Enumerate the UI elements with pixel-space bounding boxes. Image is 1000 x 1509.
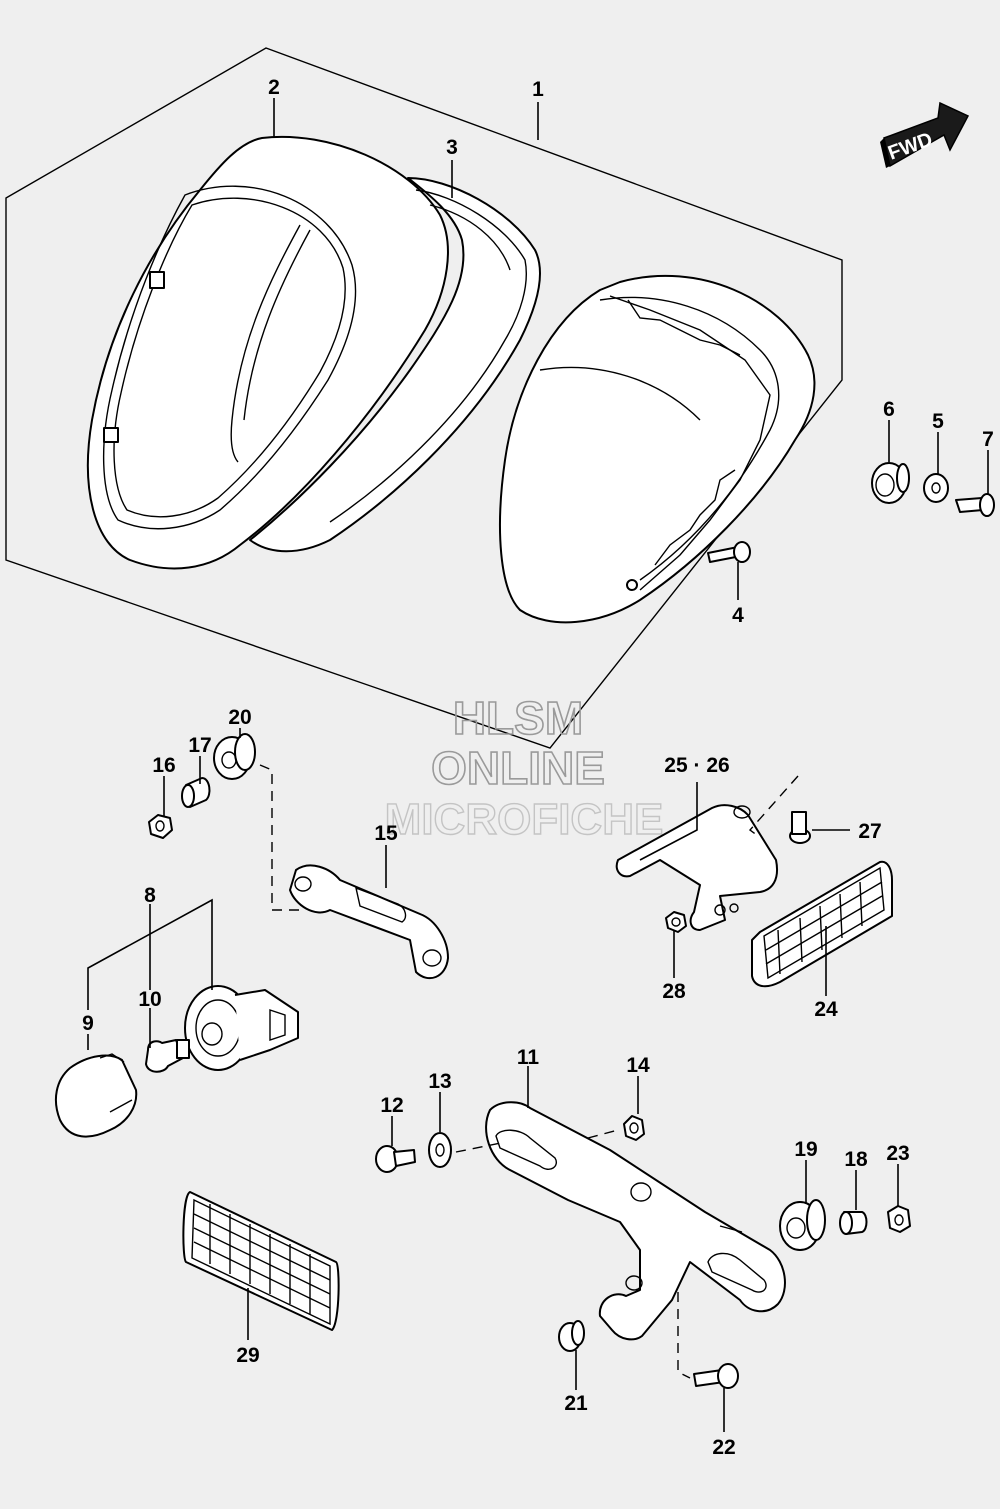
callout-labels: 2 1 3 4 6 5 7 20 17 16 15 25 · 26 27 28 … — [82, 76, 994, 1459]
assembly-box-outline — [5, 47, 843, 749]
callout-13: 13 — [428, 1070, 451, 1093]
callout-19: 19 — [794, 1138, 817, 1161]
callout-14: 14 — [626, 1054, 650, 1077]
part-7-screw — [955, 493, 995, 517]
part-13-washer — [428, 1132, 452, 1168]
callout-16: 16 — [152, 754, 175, 777]
part-22-bolt — [693, 1363, 739, 1389]
part-9-lens-cap — [54, 1053, 138, 1138]
callout-24: 24 — [814, 998, 838, 1021]
part-3-gasket — [249, 177, 541, 553]
watermark: HLSM ONLINE MICROFICHE — [384, 691, 664, 845]
part-27-bolt — [789, 811, 811, 844]
part-15-bracket — [289, 864, 449, 980]
part-29-reflector — [182, 1191, 340, 1331]
fwd-direction-arrow: FWD — [880, 101, 970, 168]
callout-28: 28 — [662, 980, 686, 1003]
watermark-line-2: ONLINE — [431, 742, 605, 794]
part-11-license-bracket — [485, 1101, 786, 1341]
callout-5: 5 — [932, 410, 944, 433]
callout-15: 15 — [374, 822, 398, 845]
callout-6: 6 — [883, 398, 895, 421]
part-8-socket — [184, 985, 299, 1071]
part-1-lamp-housing — [499, 274, 816, 624]
callout-2: 2 — [268, 76, 280, 99]
part-23-nut — [887, 1205, 911, 1233]
callout-17: 17 — [188, 734, 211, 757]
part-10-bulb — [145, 1039, 190, 1073]
part-2-lens-rim — [86, 135, 449, 570]
watermark-line-3: MICROFICHE — [385, 795, 664, 844]
part-19-grommet — [779, 1199, 826, 1251]
part-14-nut — [623, 1115, 645, 1141]
callout-4: 4 — [732, 604, 744, 627]
leader-lines — [87, 98, 989, 1432]
part-17-collar — [181, 777, 211, 808]
part-24-reflector — [751, 860, 893, 988]
part-5-washer — [923, 473, 949, 503]
callout-7: 7 — [982, 428, 994, 451]
callout-1: 1 — [532, 78, 544, 101]
callout-18: 18 — [844, 1148, 868, 1171]
callout-21: 21 — [564, 1392, 588, 1415]
callout-27: 27 — [858, 820, 881, 843]
callout-29: 29 — [236, 1344, 259, 1367]
callout-10: 10 — [138, 988, 161, 1011]
part-12-bolt — [375, 1145, 416, 1173]
part-21-grommet — [558, 1320, 585, 1352]
watermark-line-1: HLSM — [453, 692, 583, 744]
fwd-label: FWD — [885, 128, 935, 164]
callout-8: 8 — [144, 884, 156, 907]
callout-3: 3 — [446, 136, 458, 159]
callout-25-26: 25 · 26 — [664, 754, 729, 777]
part-6-grommet — [871, 462, 910, 504]
part-25-26-bracket — [615, 804, 778, 931]
callout-9: 9 — [82, 1012, 94, 1035]
callout-23: 23 — [886, 1142, 909, 1165]
part-28-nut — [665, 911, 687, 933]
callout-20: 20 — [228, 706, 251, 729]
part-4-screw — [707, 541, 751, 563]
callout-12: 12 — [380, 1094, 403, 1117]
part-16-nut — [148, 814, 173, 839]
callout-22: 22 — [712, 1436, 735, 1459]
part-18-collar — [839, 1211, 868, 1235]
part-20-grommet — [213, 733, 256, 780]
callout-11: 11 — [517, 1046, 540, 1069]
